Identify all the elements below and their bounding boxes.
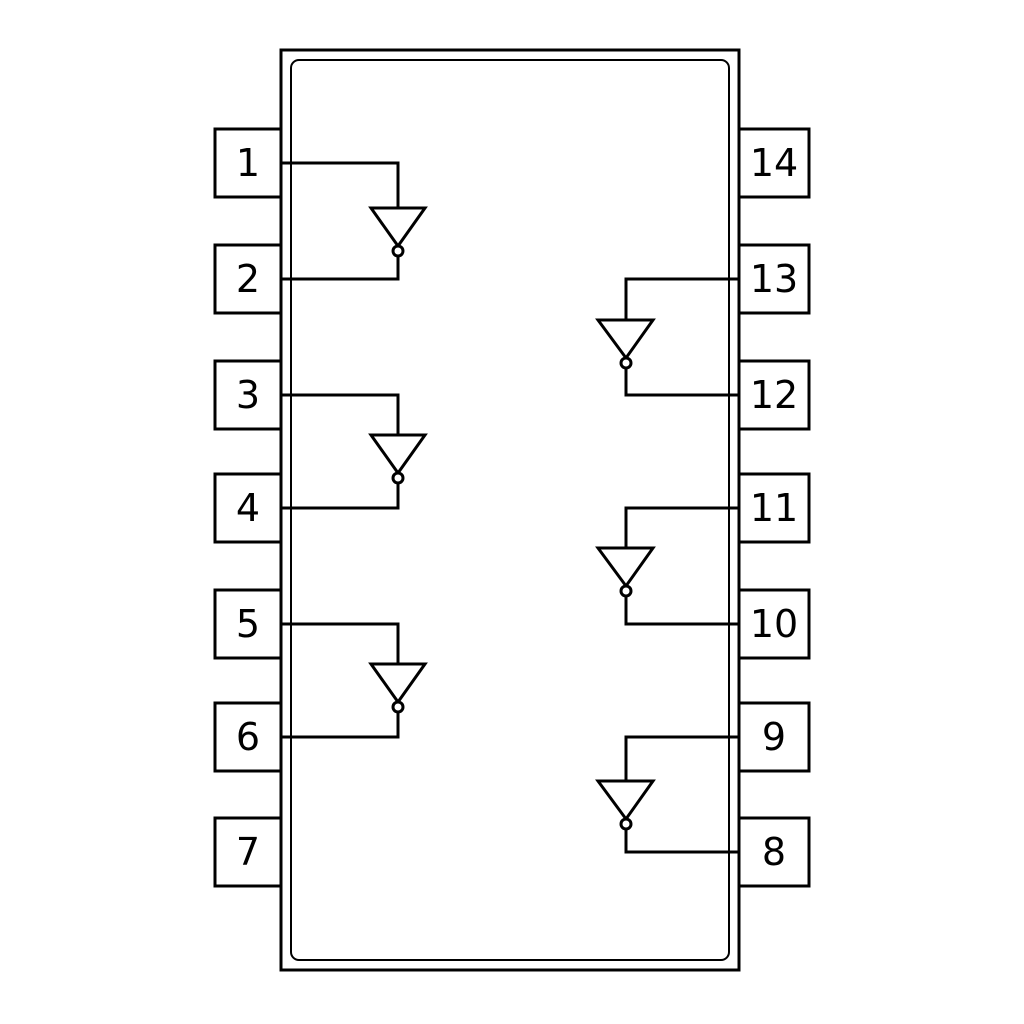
chip-body-inner (290, 59, 730, 961)
input-wire (624, 735, 739, 781)
input-wire (281, 622, 400, 664)
inverter-gate-11-10 (595, 506, 739, 626)
pin-8: 8 (737, 816, 811, 888)
inverter-triangle (368, 206, 428, 249)
pin-1: 1 (213, 127, 283, 199)
inverter-bubble (391, 471, 405, 485)
pin-label: 3 (236, 373, 260, 417)
input-wire (624, 506, 739, 548)
output-wire (281, 256, 400, 281)
pin-box (737, 472, 811, 544)
pin-box (737, 127, 811, 199)
inverter-bubble (619, 817, 633, 831)
inverter-gate-9-8 (595, 735, 739, 854)
pin-box (213, 127, 283, 199)
pin-box (213, 816, 283, 888)
inverter-gate-13-12 (595, 277, 739, 397)
pin-label: 4 (236, 486, 260, 530)
output-wire (624, 368, 739, 397)
pin-label: 10 (750, 602, 798, 646)
output-wire (281, 483, 400, 510)
pin-label: 11 (750, 486, 798, 530)
pin-label: 12 (750, 373, 798, 417)
pin-label: 8 (762, 830, 786, 874)
inverter-triangle (595, 546, 656, 589)
inverter-triangle (368, 662, 428, 705)
pin-4: 4 (213, 472, 283, 544)
input-wire (624, 277, 739, 320)
pin-5: 5 (213, 588, 283, 660)
inverter-bubble (391, 244, 405, 258)
output-wire (624, 596, 739, 626)
inverter-triangle (368, 433, 428, 476)
pin-14: 14 (737, 127, 811, 199)
pin-11: 11 (737, 472, 811, 544)
inverter-bubble (619, 356, 633, 370)
pin-label: 6 (236, 715, 260, 759)
inverter-triangle (595, 779, 656, 822)
pin-13: 13 (737, 243, 811, 315)
pin-2: 2 (213, 243, 283, 315)
input-wire (281, 393, 400, 435)
pin-3: 3 (213, 359, 283, 431)
input-wire (281, 161, 400, 208)
pin-label: 1 (236, 141, 260, 185)
pin-box (213, 472, 283, 544)
pin-label: 2 (236, 257, 260, 301)
pin-7: 7 (213, 816, 283, 888)
pin-6: 6 (213, 701, 283, 773)
pin-box (213, 701, 283, 773)
pin-label: 13 (750, 257, 798, 301)
pin-12: 12 (737, 359, 811, 431)
pin-box (737, 816, 811, 888)
pin-box (213, 588, 283, 660)
inverter-bubble (391, 700, 405, 714)
pin-label: 14 (750, 141, 798, 185)
inverter-gate-5-6 (281, 622, 428, 739)
output-wire (281, 712, 400, 739)
pin-label: 7 (236, 830, 260, 874)
chip-body-outer (279, 48, 741, 972)
output-wire (624, 829, 739, 854)
pin-9: 9 (737, 701, 811, 773)
pin-box (213, 243, 283, 315)
pin-10: 10 (737, 588, 811, 660)
pin-label: 5 (236, 602, 260, 646)
inverter-bubble (619, 584, 633, 598)
pin-box (737, 243, 811, 315)
inverter-gate-1-2 (281, 161, 428, 281)
pin-label: 9 (762, 715, 786, 759)
inverter-triangle (595, 318, 656, 361)
inverter-gate-3-4 (281, 393, 428, 510)
